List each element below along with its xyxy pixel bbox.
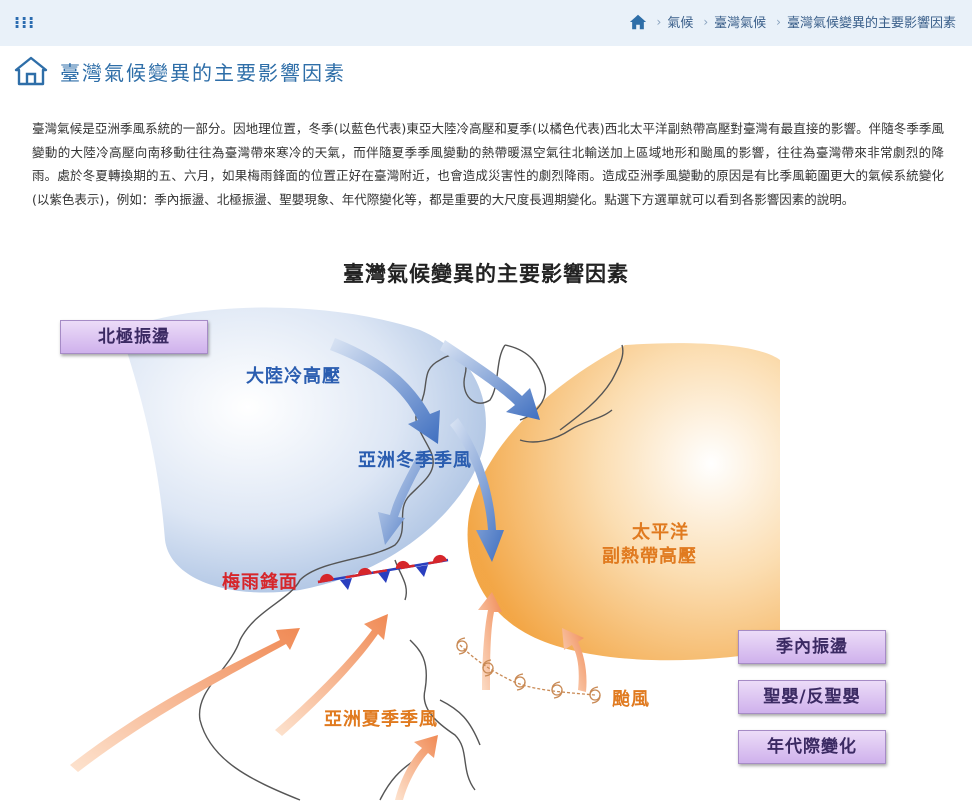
winter-monsoon-label: 亞洲冬季季風: [358, 450, 472, 471]
breadcrumb-item[interactable]: 氣候: [667, 16, 694, 31]
orange-arrow: [395, 735, 438, 800]
enso-button[interactable]: 聖嬰/反聖嬰: [738, 680, 886, 714]
house-icon: [14, 56, 48, 86]
pacific-high-label-line2: 副熱帶高壓: [602, 546, 697, 567]
typhoon-symbol: [482, 659, 494, 677]
typhoon-symbol: [456, 637, 468, 655]
typhoon-symbol: [589, 686, 601, 704]
page-title: 臺灣氣候變異的主要影響因素: [60, 60, 346, 85]
blue-arrow: [450, 418, 504, 562]
typhoon-track: [456, 637, 601, 704]
breadcrumb-separator: ›: [656, 14, 662, 29]
blue-arrow: [330, 338, 440, 444]
intraseasonal-oscillation-button[interactable]: 季內振盪: [738, 630, 886, 664]
orange-arrow: [562, 628, 587, 692]
meiyu-front: [317, 554, 449, 590]
typhoon-label: 颱風: [612, 689, 650, 710]
decadal-variability-button[interactable]: 年代際變化: [738, 730, 886, 764]
orange-arrow: [478, 592, 502, 690]
diagram-title: 臺灣氣候變異的主要影響因素: [343, 262, 629, 286]
home-icon[interactable]: [629, 13, 647, 31]
breadcrumb-item-current: 臺灣氣候變異的主要影響因素: [786, 16, 956, 31]
breadcrumb-item[interactable]: 臺灣氣候: [714, 16, 767, 31]
top-bar: ⁝⁝⁝ › 氣候 › 臺灣氣候 › 臺灣氣候變異的主要影響因素: [0, 0, 972, 46]
summer-monsoon-label: 亞洲夏季季風: [324, 709, 438, 730]
pacific-high-region: [467, 343, 780, 661]
typhoon-symbol: [551, 681, 563, 699]
breadcrumb: › 氣候 › 臺灣氣候 › 臺灣氣候變異的主要影響因素: [629, 12, 956, 31]
arctic-oscillation-button[interactable]: 北極振盪: [60, 320, 208, 354]
intro-paragraph: 臺灣氣候是亞洲季風系統的一部分。因地理位置，冬季(以藍色代表)東亞大陸冷高壓和夏…: [32, 121, 944, 207]
pacific-high-label-line1: 太平洋: [632, 522, 689, 543]
breadcrumb-separator: ›: [703, 14, 709, 29]
breadcrumb-separator: ›: [776, 14, 781, 29]
orange-arrow: [70, 628, 300, 772]
summer-monsoon-arrows: [70, 592, 587, 800]
blue-arrow: [440, 340, 540, 420]
menu-icon[interactable]: ⁝⁝⁝: [14, 13, 36, 32]
continental-high-label: 大陸冷高壓: [246, 366, 341, 387]
typhoon-symbol: [514, 673, 526, 691]
page-title-row: 臺灣氣候變異的主要影響因素: [14, 55, 346, 87]
meiyu-front-label: 梅雨鋒面: [222, 572, 298, 593]
